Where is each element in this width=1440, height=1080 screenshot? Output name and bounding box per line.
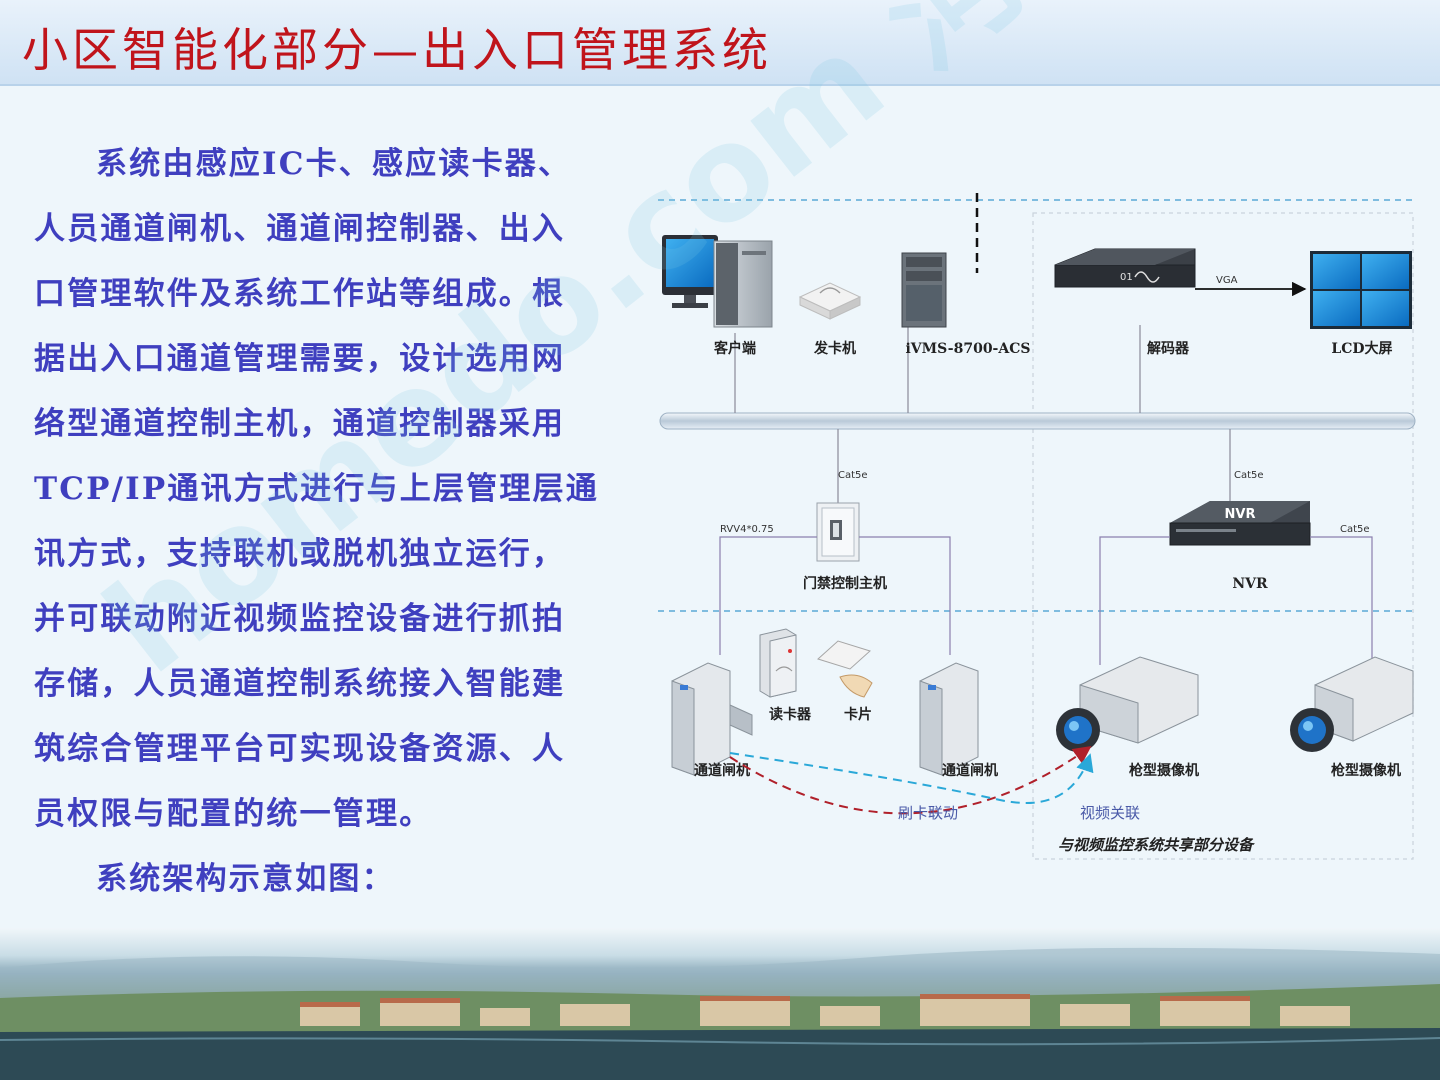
paragraph-line: TCP/IP通讯方式进行与上层管理层通 <box>34 471 599 507</box>
network-bus <box>659 412 1416 430</box>
svg-text:01: 01 <box>1120 272 1133 283</box>
paragraph-line: 员权限与配置的统一管理。 <box>34 796 433 832</box>
paragraph-line: 讯方式，支持联机或脱机独立运行， <box>34 536 566 572</box>
gate-left-label: 通道闸机 <box>694 762 750 779</box>
diagram-caption: 系统架构示意如图： <box>96 861 395 897</box>
cat5e-label: Cat5e <box>838 470 868 481</box>
paragraph-line: 口管理软件及系统工作站等组成。根 <box>34 276 566 312</box>
card-icon <box>817 640 873 698</box>
title-bar: 小区智能化部分—出入口管理系统 <box>0 0 1440 86</box>
video-link-label: 视频关联 <box>1080 804 1140 822</box>
description-text: 系统由感应IC卡、感应读卡器、 人员通道闸机、通道闸控制器、出入 口管理软件及系… <box>34 132 624 912</box>
page-title: 小区智能化部分—出入口管理系统 <box>22 23 772 77</box>
landscape-banner <box>0 928 1440 1080</box>
paragraph-line: 据出入口通道管理需要，设计选用网 <box>34 341 566 377</box>
nvr-box-text: NVR <box>1225 507 1256 522</box>
paragraph-line: 筑综合管理平台可实现设备资源、人 <box>34 731 566 767</box>
client-label: 客户端 <box>713 340 756 357</box>
card-link-arrow <box>729 745 1092 815</box>
paragraph-line: 并可联动附近视频监控设备进行抓拍 <box>34 601 566 637</box>
reader-label: 读卡器 <box>769 706 812 723</box>
camera-1-label: 枪型摄像机 <box>1129 762 1199 779</box>
turnstile-gate-icon <box>671 662 753 776</box>
server-icon <box>901 252 947 328</box>
paragraph-line: 系统由感应IC卡、感应读卡器、 <box>96 146 572 182</box>
paragraph-line: 络型通道控制主机，通道控制器采用 <box>34 406 566 442</box>
video-link-arrow <box>729 752 1094 804</box>
paragraph-line: 存储，人员通道控制系统接入智能建 <box>34 666 566 702</box>
camera-2-label: 枪型摄像机 <box>1331 762 1401 779</box>
turnstile-gate-icon <box>919 662 979 776</box>
card-label: 卡片 <box>844 706 872 723</box>
rvv-label: RVV4*0.75 <box>720 524 774 535</box>
card-reader-icon <box>759 628 797 698</box>
bullet-camera-icon <box>1056 656 1199 752</box>
paragraph-line: 人员通道闸机、通道闸控制器、出入 <box>34 211 566 247</box>
bullet-camera-icon <box>1290 656 1414 752</box>
nvr-label: NVR <box>1232 576 1268 592</box>
server-label: iVMS-8700-ACS <box>905 341 1030 357</box>
cat5e-label: Cat5e <box>1340 524 1370 535</box>
card-issuer-label: 发卡机 <box>813 340 856 357</box>
cat5e-label: Cat5e <box>1234 470 1264 481</box>
client-computer-icon <box>662 235 773 328</box>
architecture-diagram: 客户端 发卡机 iVMS-8700-ACS 01 解码器 VGA LCD大屏 C… <box>658 193 1416 860</box>
access-controller-icon <box>816 502 860 562</box>
shared-devices-note: 与视频监控系统共享部分设备 <box>1058 836 1255 854</box>
controller-label: 门禁控制主机 <box>803 575 887 592</box>
vga-label: VGA <box>1216 275 1238 286</box>
card-issuer-icon <box>798 282 862 320</box>
landscape-illustration <box>0 947 1440 1080</box>
decoder-icon: 01 <box>1054 248 1196 288</box>
lcd-label: LCD大屏 <box>1331 340 1392 357</box>
lcd-wall-icon <box>1310 251 1412 329</box>
card-link-label: 刷卡联动 <box>898 804 958 822</box>
decoder-label: 解码器 <box>1147 340 1190 357</box>
gate-right-label: 通道闸机 <box>942 762 998 779</box>
nvr-icon: NVR <box>1169 501 1311 546</box>
